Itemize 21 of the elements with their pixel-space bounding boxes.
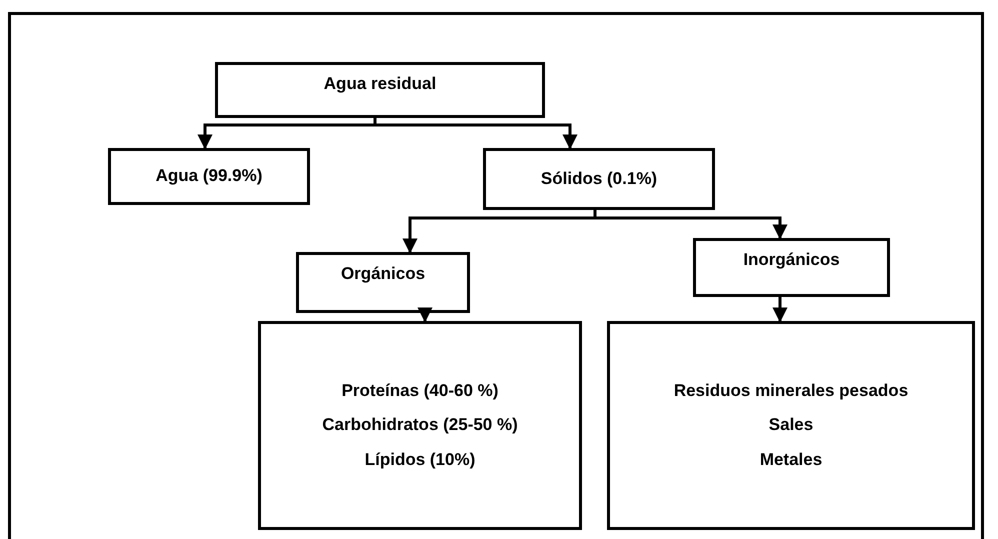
text-box	[296, 252, 470, 313]
text-box	[607, 321, 975, 530]
box-label: Orgánicos	[340, 263, 426, 285]
box-label: Sales	[768, 414, 814, 436]
arrow	[374, 118, 578, 150]
box-label: Residuos minerales pesados	[674, 380, 908, 402]
text-box	[215, 62, 545, 118]
arrow	[772, 297, 788, 322]
box-label: Agua residual	[324, 73, 436, 95]
text-box	[693, 238, 890, 297]
box-label: Inorgánicos	[743, 249, 840, 271]
box-label: Agua (99.9%)	[156, 165, 262, 188]
box-label: Carbohidratos (25-50 %)	[322, 414, 518, 436]
text-box	[483, 148, 715, 210]
box-label: Sólidos (0.1%)	[540, 168, 658, 190]
text-box	[108, 148, 310, 205]
text-box	[258, 321, 582, 530]
box-label: Proteínas (40-60 %)	[342, 380, 498, 402]
arrow	[418, 308, 432, 322]
box-label: Metales	[760, 448, 822, 471]
box-label: Lípidos (10%)	[364, 448, 476, 471]
